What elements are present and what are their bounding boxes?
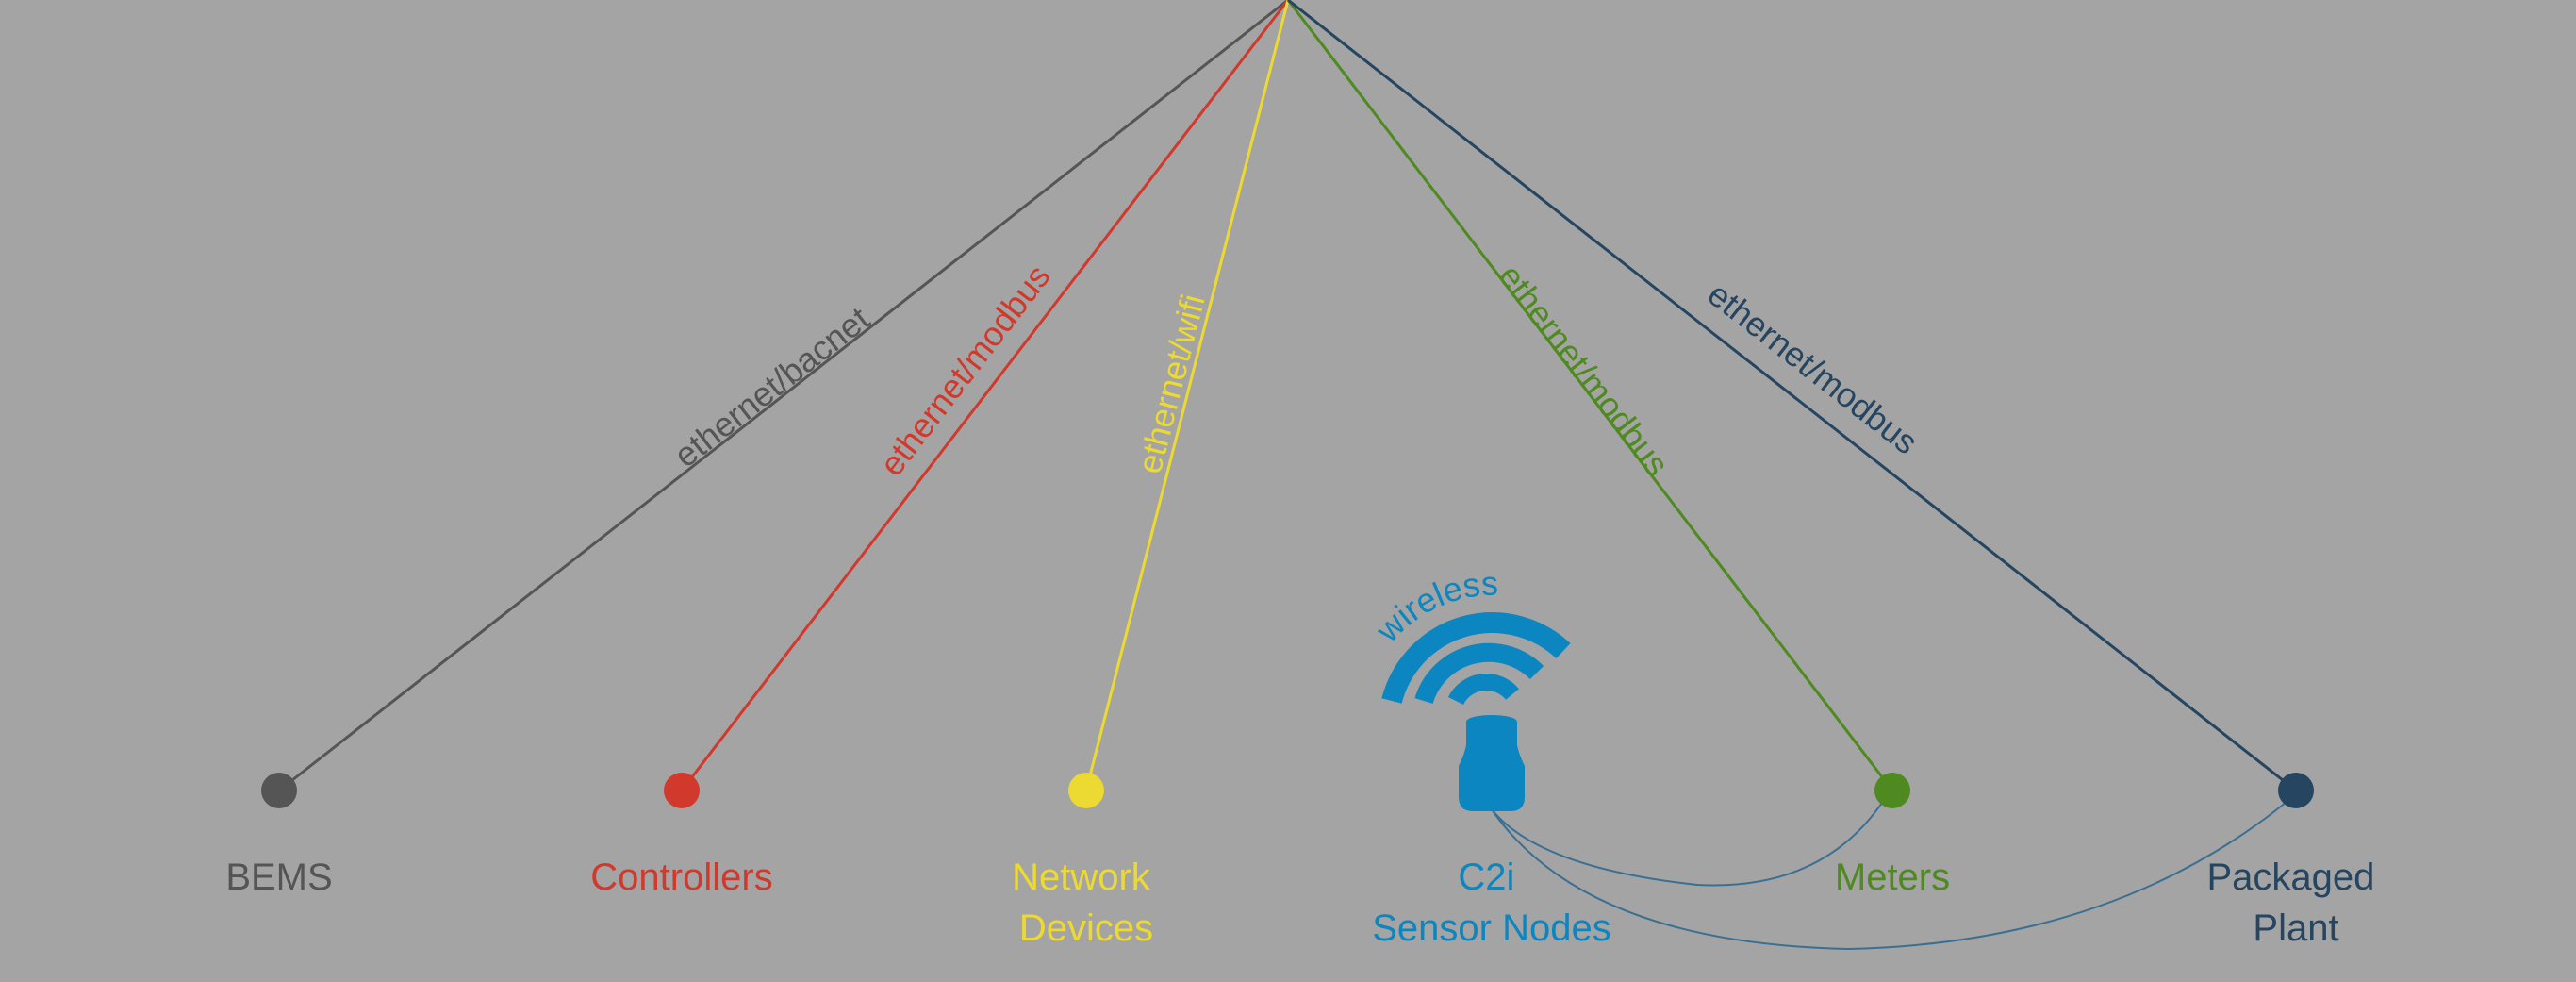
node-label-c2i: C2i Sensor Nodes [1372,857,1610,949]
node-label-meters: Meters [1835,857,1950,898]
edge-label-bems: ethernet/bacnet [667,299,876,474]
sensor-node-icon[interactable] [1459,715,1525,811]
node-dot-packaged-plant[interactable] [2278,773,2314,808]
node-label-bems: BEMS [225,857,332,898]
node-dot-network-devices[interactable] [1068,773,1104,808]
node-dot-controllers[interactable] [664,773,700,808]
edge-label-packaged-plant: ethernet/modbus [1701,275,1925,462]
edge-controllers [680,0,1290,791]
edge-packaged-plant [1287,0,2297,792]
node-label-packaged-plant: Packaged Plant [2206,857,2385,949]
node-dot-meters[interactable] [1874,773,1910,808]
wireless-link-meters [1491,796,1887,887]
wifi-icon [1381,612,1571,706]
edge-network-devices [1084,0,1290,791]
edge-label-controllers: ethernet/modbus [872,258,1058,483]
edge-bems [278,0,1289,792]
edge-meters [1286,0,1894,791]
node-label-controllers: Controllers [590,857,772,898]
node-label-network-devices: Network Devices [1012,857,1161,949]
node-dot-bems[interactable] [261,773,297,808]
wireless-link-packaged-plant [1491,801,2287,951]
edge-label-meters: ethernet/modbus [1492,258,1677,484]
edge-label-network-devices: ethernet/wifi [1130,291,1213,477]
